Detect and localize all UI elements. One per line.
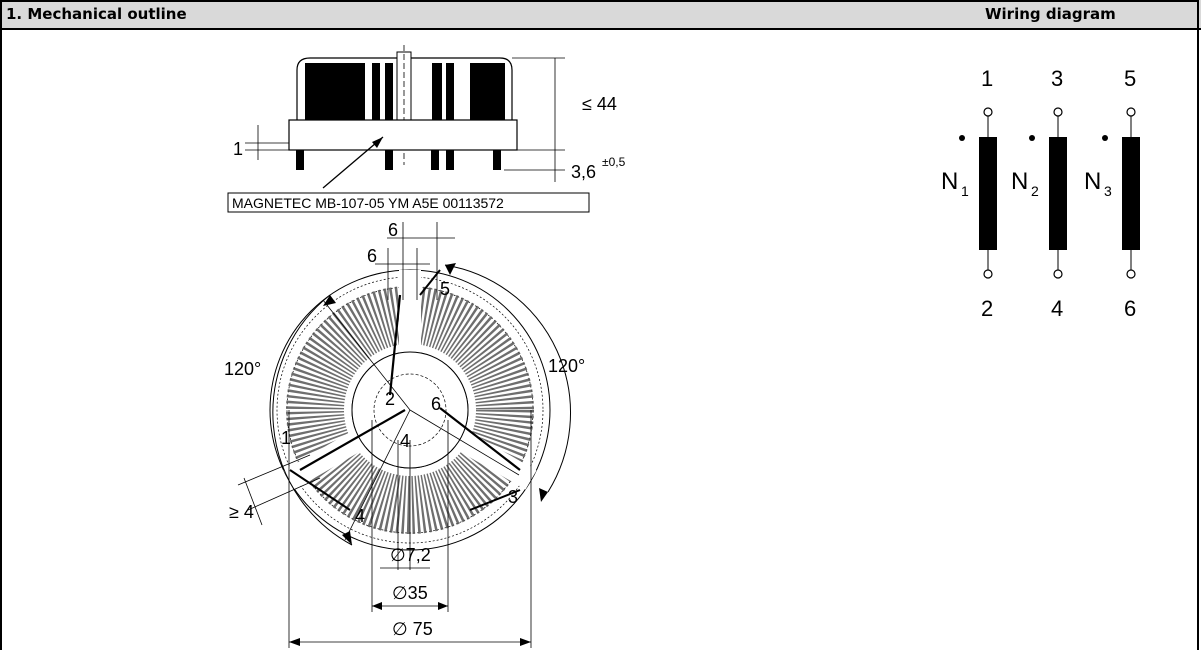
winding-n3-label: N (1084, 168, 1101, 195)
top-width-6-upper: 6 (388, 220, 398, 240)
base-thickness-label: 1 (233, 139, 243, 159)
wiring-pin-5: 5 (1124, 66, 1136, 91)
mechanical-outline-title: 1. Mechanical outline (6, 5, 187, 23)
winding-n2-subscript: 2 (1031, 183, 1039, 199)
winding-n2-label: N (1011, 168, 1028, 195)
top-view (237, 222, 571, 648)
winding-n1-label: N (941, 168, 958, 195)
height-dimension-label: ≤ 44 (582, 94, 617, 114)
outer-diameter-label: ∅ 75 (392, 619, 433, 639)
inner-diameter-label: ∅7,2 (390, 545, 431, 565)
wiring-pin-3: 3 (1051, 66, 1063, 91)
part-marking-text: MAGNETEC MB-107-05 YM A5E 00113572 (232, 195, 504, 211)
wiring-diagram (959, 107, 1140, 279)
winding-2 (1029, 107, 1067, 279)
pin-3-label: 3 (508, 487, 518, 507)
winding-n1-subscript: 1 (961, 183, 969, 199)
wiring-pin-4: 4 (1051, 296, 1063, 321)
winding-3 (1102, 107, 1140, 279)
min-spacing-label: ≥ 4 (229, 502, 254, 522)
pin-4-lower-label: 4 (355, 506, 365, 526)
pin-length-label: 3,6 (571, 162, 596, 182)
side-view (227, 45, 590, 213)
pin-6-label: 6 (431, 394, 441, 414)
top-width-6-lower: 6 (367, 246, 377, 266)
winding-n3-subscript: 3 (1104, 183, 1112, 199)
wiring-pin-2: 2 (981, 296, 993, 321)
core-diameter-label: ∅35 (392, 583, 428, 603)
pin-1-label: 1 (281, 428, 291, 448)
table-header: 1. Mechanical outline Wiring diagram (0, 0, 1201, 30)
angle-right-label: 120° (548, 356, 585, 376)
wiring-diagram-title: Wiring diagram (985, 5, 1116, 23)
wiring-pin-6: 6 (1124, 296, 1136, 321)
winding-1 (959, 107, 997, 279)
angle-left-label: 120° (224, 359, 261, 379)
pin-4-center-label: 4 (400, 431, 410, 451)
pin-5-label: 5 (440, 279, 450, 299)
pin-2-label: 2 (385, 389, 395, 409)
pin-length-tolerance: ±0,5 (602, 155, 626, 169)
wiring-pin-1: 1 (981, 66, 993, 91)
